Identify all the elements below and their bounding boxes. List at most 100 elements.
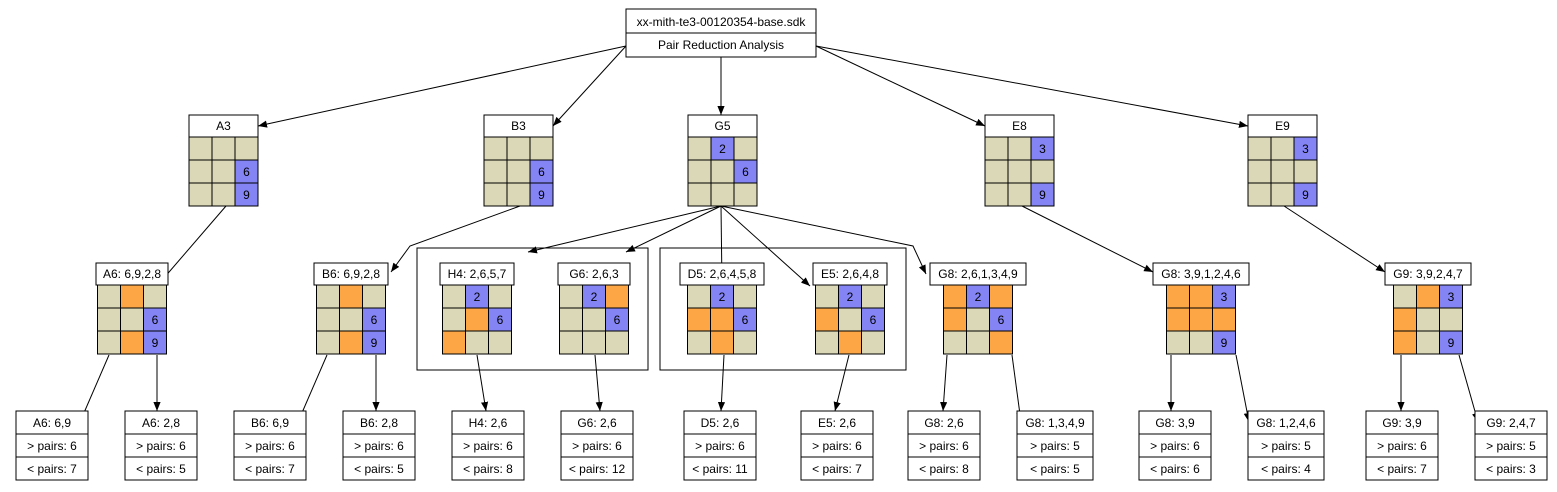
result-title: G8: 1,3,4,9 <box>1025 416 1085 430</box>
candidate-label: G8: 2,6,1,3,4,9 <box>938 267 1018 281</box>
cell-digit: 9 <box>1302 188 1309 202</box>
edge-arrow <box>720 205 927 275</box>
candidate-d5[interactable]: D5: 2,6,4,5,826 <box>679 262 765 355</box>
cell-digit: 2 <box>719 290 726 304</box>
grid-cell <box>1189 330 1213 355</box>
highlight-cell <box>339 284 363 309</box>
grid-cell <box>488 284 512 309</box>
cell-label: B3 <box>511 119 526 133</box>
greater-pairs: > pairs: 6 <box>463 439 513 453</box>
given-cell <box>1439 330 1463 355</box>
cell-digit: 2 <box>474 290 481 304</box>
grid-cell <box>339 307 363 332</box>
candidate-label: E5: 2,6,4,8 <box>821 267 879 281</box>
result-b6a[interactable]: B6: 6,9 > pairs: 6 < pairs: 7 <box>233 410 307 481</box>
greater-pairs: > pairs: 6 <box>919 439 969 453</box>
fewer-pairs: < pairs: 7 <box>27 462 77 476</box>
candidate-e5[interactable]: E5: 2,6,4,826 <box>812 262 888 355</box>
result-d5[interactable]: D5: 2,6> pairs: 6< pairs: 11 <box>683 410 757 481</box>
grid-cell <box>442 307 466 332</box>
grid-cell <box>1439 307 1463 332</box>
edge-arrow <box>720 205 811 287</box>
grid-cell <box>1007 159 1032 184</box>
grid-cell <box>316 284 340 309</box>
highlight-cell <box>605 284 629 309</box>
cell-digit: 9 <box>152 336 159 350</box>
greater-pairs: > pairs: 6 <box>245 439 295 453</box>
fewer-pairs: < pairs: 8 <box>919 462 969 476</box>
edge-arrow <box>594 354 603 412</box>
grid-cell <box>1416 330 1440 355</box>
fewer-pairs: < pairs: 3 <box>1486 462 1536 476</box>
result-title: B6: 2,8 <box>360 416 398 430</box>
result-g8c[interactable]: G8: 3,9> pairs: 6< pairs: 6 <box>1138 410 1212 481</box>
highlight-cell <box>687 307 711 332</box>
grid-cell <box>687 159 712 184</box>
grid-cell <box>483 182 508 207</box>
result-h4[interactable]: H4: 2,6> pairs: 6< pairs: 8 <box>451 410 525 481</box>
result-title: B6: 6,9 <box>251 416 289 430</box>
grid-cell <box>362 284 386 309</box>
highlight-cell <box>1166 284 1190 309</box>
fewer-pairs: < pairs: 12 <box>569 462 626 476</box>
edge-arrow <box>815 45 1249 128</box>
result-title: A6: 2,8 <box>142 416 180 430</box>
candidate-g6[interactable]: G6: 2,6,326 <box>557 262 631 355</box>
result-g8a[interactable]: G8: 2,6 > pairs: 6 < pairs: 8 <box>907 410 981 481</box>
result-a6a[interactable]: A6: 6,9> pairs: 6< pairs: 7 <box>15 410 89 481</box>
highlight-cell <box>710 307 734 332</box>
candidate-label: G8: 3,9,1,2,4,6 <box>1161 267 1241 281</box>
highlight-cell <box>120 330 144 355</box>
cell-digit: 9 <box>1039 188 1046 202</box>
given-cell <box>1030 182 1055 207</box>
grid-cell <box>316 330 340 355</box>
result-a6b[interactable]: A6: 2,8> pairs: 6< pairs: 5 <box>124 410 198 481</box>
result-b6b[interactable]: B6: 2,8> pairs: 6< pairs: 5 <box>342 410 416 481</box>
grid-cell <box>211 182 236 207</box>
grid-cell <box>506 182 531 207</box>
grid-cell <box>97 307 121 332</box>
candidate-b6[interactable]: B6: 6,9,2,869 <box>313 262 389 355</box>
greater-pairs: > pairs: 5 <box>1486 439 1536 453</box>
grid-cell <box>211 159 236 184</box>
grid-cell <box>1247 182 1272 207</box>
result-title: D5: 2,6 <box>701 416 740 430</box>
highlight-cell <box>1189 284 1213 309</box>
candidate-a6[interactable]: A6: 6,9,2,869 <box>95 262 169 355</box>
result-g9b[interactable]: G9: 2,4,7 > pairs: 5 < pairs: 3 <box>1474 410 1548 481</box>
grid-cell <box>1293 159 1318 184</box>
fewer-pairs: < pairs: 7 <box>245 462 295 476</box>
highlight-cell <box>442 330 466 355</box>
result-g9a[interactable]: G9: 3,9> pairs: 6< pairs: 7 <box>1365 410 1439 481</box>
grid-cell <box>188 182 213 207</box>
grid-cell <box>143 284 167 309</box>
candidate-label: B6: 6,9,2,8 <box>322 267 380 281</box>
result-g6[interactable]: G6: 2,6> pairs: 6< pairs: 12 <box>560 410 634 481</box>
candidate-g9[interactable]: G9: 3,9,2,4,739 <box>1384 262 1472 355</box>
result-e5[interactable]: E5: 2,6> pairs: 6< pairs: 7 <box>800 410 874 481</box>
cell-digit: 6 <box>742 165 749 179</box>
root-node[interactable]: xx-mith-te3-00120354-base.sdk Pair Reduc… <box>625 8 817 58</box>
result-title: G8: 2,6 <box>924 416 964 430</box>
given-cell <box>234 182 259 207</box>
result-title: G9: 2,4,7 <box>1486 416 1536 430</box>
grid-cell <box>211 136 236 161</box>
candidate-g8a[interactable]: G8: 2,6,1,3,4,926 <box>929 262 1027 355</box>
greater-pairs: > pairs: 6 <box>136 439 186 453</box>
cell-digit: 3 <box>1448 290 1455 304</box>
candidate-g8b[interactable]: G8: 3,9,1,2,4,639 <box>1152 262 1250 355</box>
result-g8d[interactable]: G8: 1,2,4,6> pairs: 5< pairs: 4 <box>1247 410 1325 481</box>
root-title: xx-mith-te3-00120354-base.sdk <box>637 15 807 29</box>
grid-cell <box>984 136 1009 161</box>
grid-cell <box>861 284 885 309</box>
result-g8b[interactable]: G8: 1,3,4,9> pairs: 5< pairs: 5 <box>1016 410 1094 481</box>
grid-cell <box>1007 182 1032 207</box>
grid-cell <box>861 330 885 355</box>
cell-digit: 3 <box>1302 142 1309 156</box>
candidate-h4[interactable]: H4: 2,6,5,726 <box>439 262 515 355</box>
